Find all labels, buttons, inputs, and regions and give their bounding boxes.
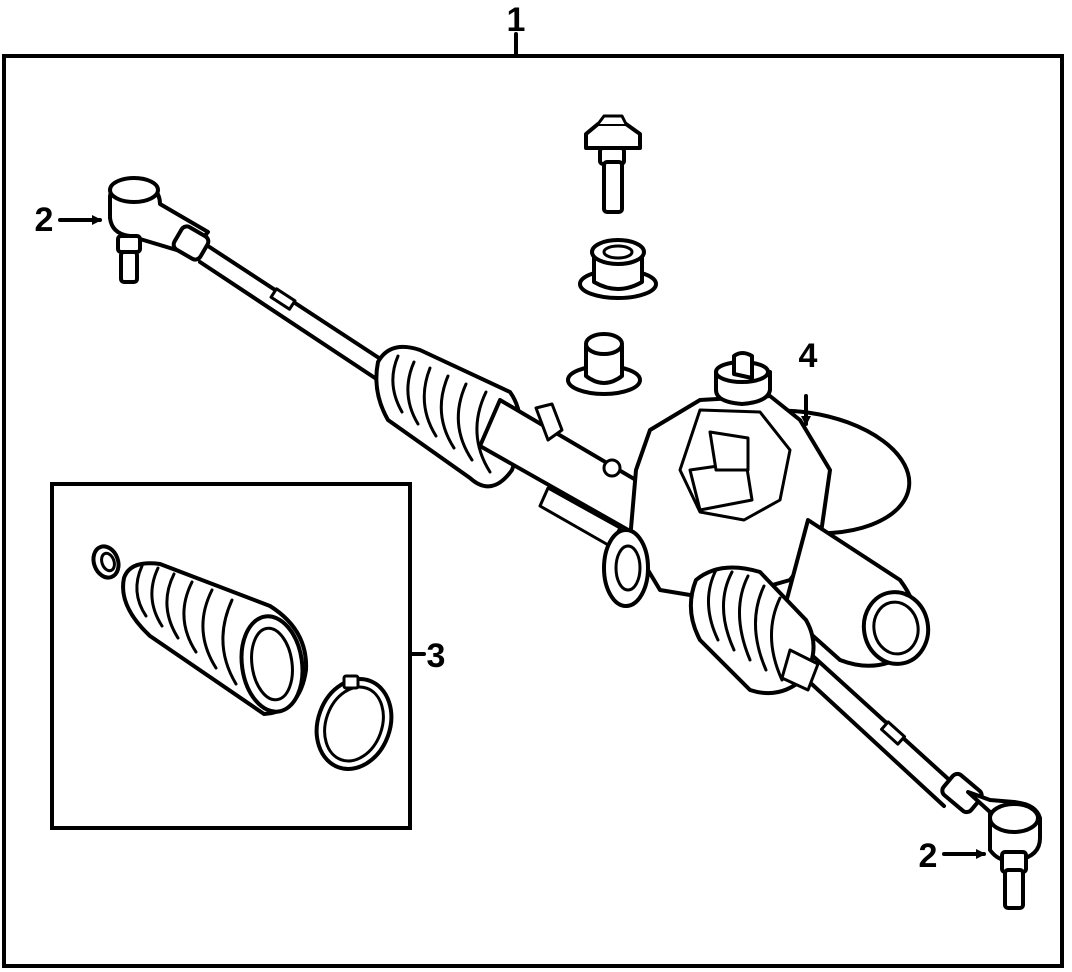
mounting-bolt [584,114,642,214]
left-tie-rod-end [108,176,211,284]
callout-4: 4 [798,337,818,375]
right-rack-boot [688,565,820,695]
pinion-shaft [714,351,772,406]
inset-small-ring [91,544,121,580]
inset-clamp [314,674,394,771]
left-rack-boot [374,345,523,489]
callout-1: 1 [506,1,526,39]
left-tie-rod [108,176,384,382]
outer-frame [2,54,1064,968]
rack-housing [478,398,682,550]
callout-2-left: 2 [34,201,54,239]
steering-gear-assembly [602,351,931,668]
assist-motor [782,518,931,668]
boot-kit-inset [91,544,394,771]
callout-3: 3 [426,637,446,675]
pinion-housing-bore [602,528,650,608]
inset-boot [121,561,309,716]
right-tie-rod [788,646,1042,910]
callout-2-right: 2 [918,837,938,875]
lower-mount-bushing [566,332,642,396]
right-tie-rod-end [940,771,1042,910]
upper-mount-bushing [578,238,658,300]
